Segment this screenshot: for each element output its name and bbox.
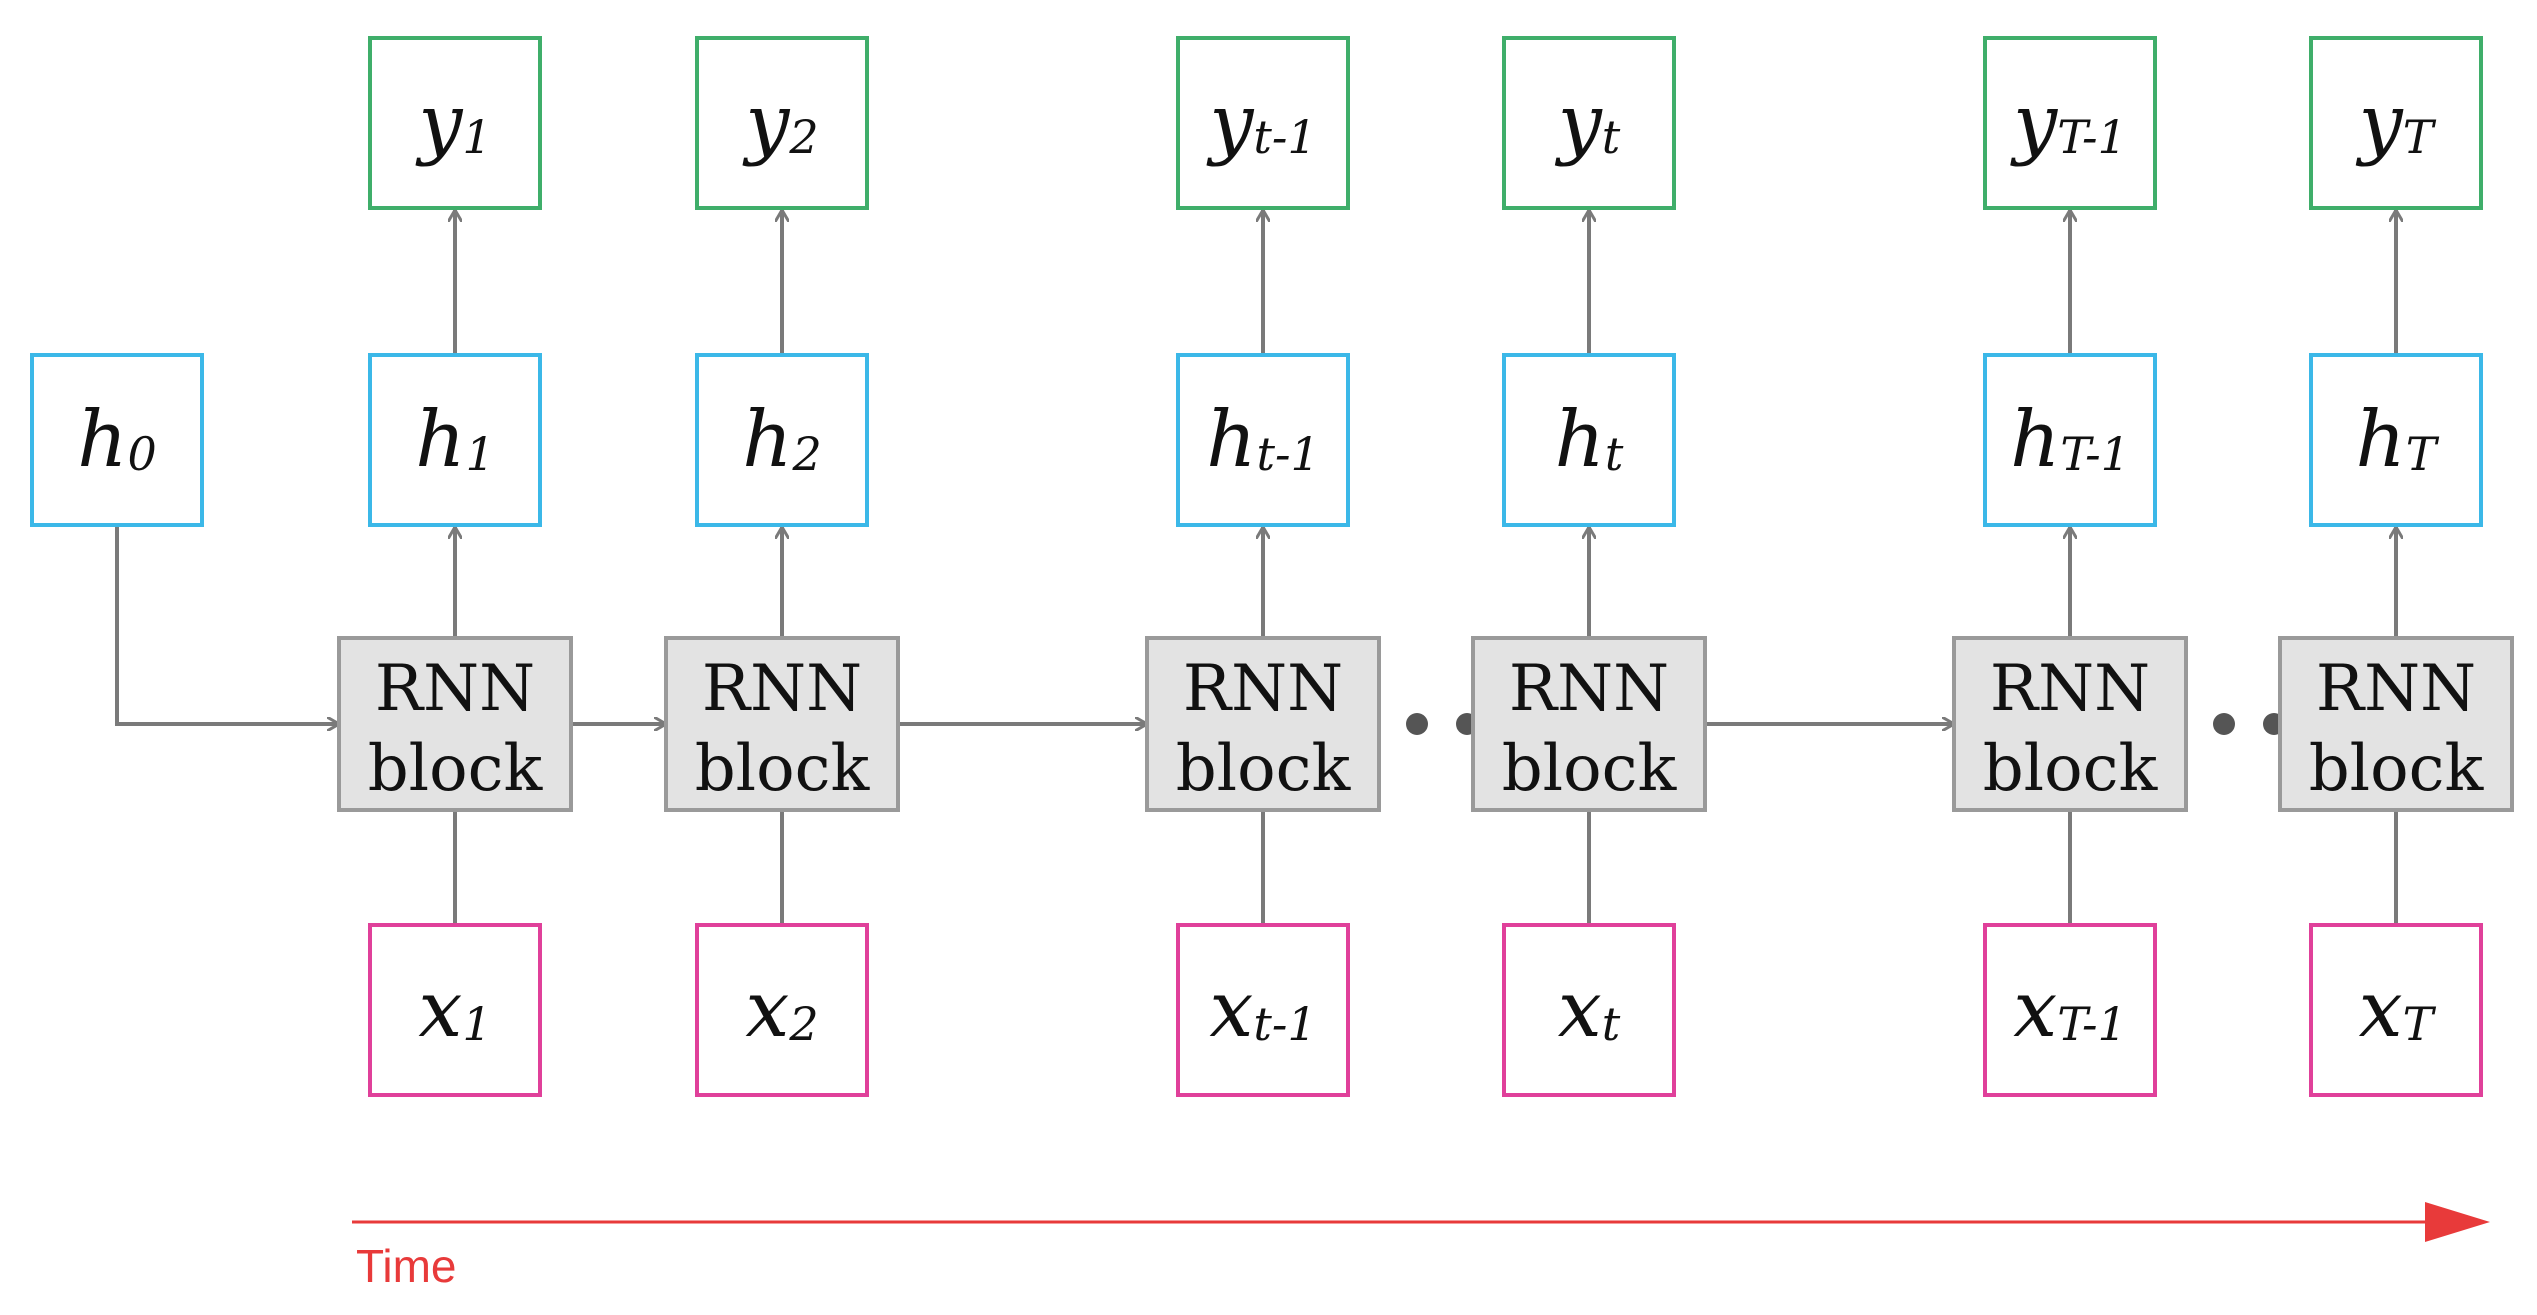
hidden-state-h-5: hT-1 xyxy=(1983,353,2157,527)
output-y-5-label: yT-1 xyxy=(2010,78,2127,168)
rnn-block-1-line-1: RNN xyxy=(375,652,535,726)
rnn-block-4-line-2: block xyxy=(1502,732,1678,806)
hidden-state-h-6-label: hT xyxy=(2356,395,2440,485)
input-x-3-label: xt-1 xyxy=(1209,965,1316,1055)
output-y-2: y2 xyxy=(695,36,869,210)
output-y-5: yT-1 xyxy=(1983,36,2157,210)
rnn-block-2-line-1: RNN xyxy=(702,652,862,726)
ellipsis-dot xyxy=(2213,713,2235,735)
input-x-1: x1 xyxy=(368,923,542,1097)
hidden-state-h-2-label: h2 xyxy=(742,395,822,485)
output-y-6-label: yT xyxy=(2356,78,2437,168)
rnn-block-6-line-2: block xyxy=(2309,732,2485,806)
output-y-2-label: y2 xyxy=(742,78,818,168)
output-y-1-label: y1 xyxy=(415,78,491,168)
hidden-state-h0: h0 xyxy=(30,353,204,527)
hidden-state-h-3-label: ht-1 xyxy=(1206,395,1320,485)
input-x-4: xt xyxy=(1502,923,1676,1097)
hidden-state-h-2: h2 xyxy=(695,353,869,527)
time-arrow-head xyxy=(2425,1202,2490,1242)
input-x-5: xT-1 xyxy=(1983,923,2157,1097)
hidden-state-h-4: ht xyxy=(1502,353,1676,527)
output-y-3-label: yt-1 xyxy=(1206,78,1316,168)
connection-arrows xyxy=(115,210,2396,925)
rnn-block-5-line-2: block xyxy=(1983,732,2159,806)
output-y-4: yt xyxy=(1502,36,1676,210)
hidden-state-h0-label: h0 xyxy=(77,395,157,485)
hidden-state-h-6: hT xyxy=(2309,353,2483,527)
rnn-block-5-line-1: RNN xyxy=(1990,652,2150,726)
rnn-block-3-line-2: block xyxy=(1176,732,1352,806)
time-axis: Time xyxy=(352,1202,2490,1292)
hidden-state-h-4-label: ht xyxy=(1555,395,1624,485)
input-x-2: x2 xyxy=(695,923,869,1097)
input-x-6-label: xT xyxy=(2359,965,2437,1055)
rnn-block-6-line-1: RNN xyxy=(2316,652,2476,726)
diagram-nodes: h0y1h1RNNblockx1y2h2RNNblockx2yt-1ht-1RN… xyxy=(30,36,2514,1097)
output-y-4-label: yt xyxy=(1555,78,1621,168)
output-y-1: y1 xyxy=(368,36,542,210)
input-x-3: xt-1 xyxy=(1176,923,1350,1097)
rnn-block-2-line-2: block xyxy=(695,732,871,806)
hidden-state-h-1-label: h1 xyxy=(415,395,495,485)
output-y-3: yt-1 xyxy=(1176,36,1350,210)
time-label: Time xyxy=(356,1240,457,1292)
rnn-block-1-line-2: block xyxy=(368,732,544,806)
input-x-5-label: xT-1 xyxy=(2013,965,2127,1055)
input-x-2-label: x2 xyxy=(745,965,818,1055)
output-y-6: yT xyxy=(2309,36,2483,210)
ellipsis-dot xyxy=(1406,713,1428,735)
hidden-state-h-3: ht-1 xyxy=(1176,353,1350,527)
hidden-state-h-1: h1 xyxy=(368,353,542,527)
rnn-block-4-line-1: RNN xyxy=(1509,652,1669,726)
input-x-6: xT xyxy=(2309,923,2483,1097)
hidden-state-h-5-label: hT-1 xyxy=(2010,395,2130,485)
rnn-block-3-line-1: RNN xyxy=(1183,652,1343,726)
input-x-1-label: x1 xyxy=(418,965,491,1055)
input-x-4-label: xt xyxy=(1558,965,1621,1055)
arrow-h0-to-block-1 xyxy=(115,525,339,724)
